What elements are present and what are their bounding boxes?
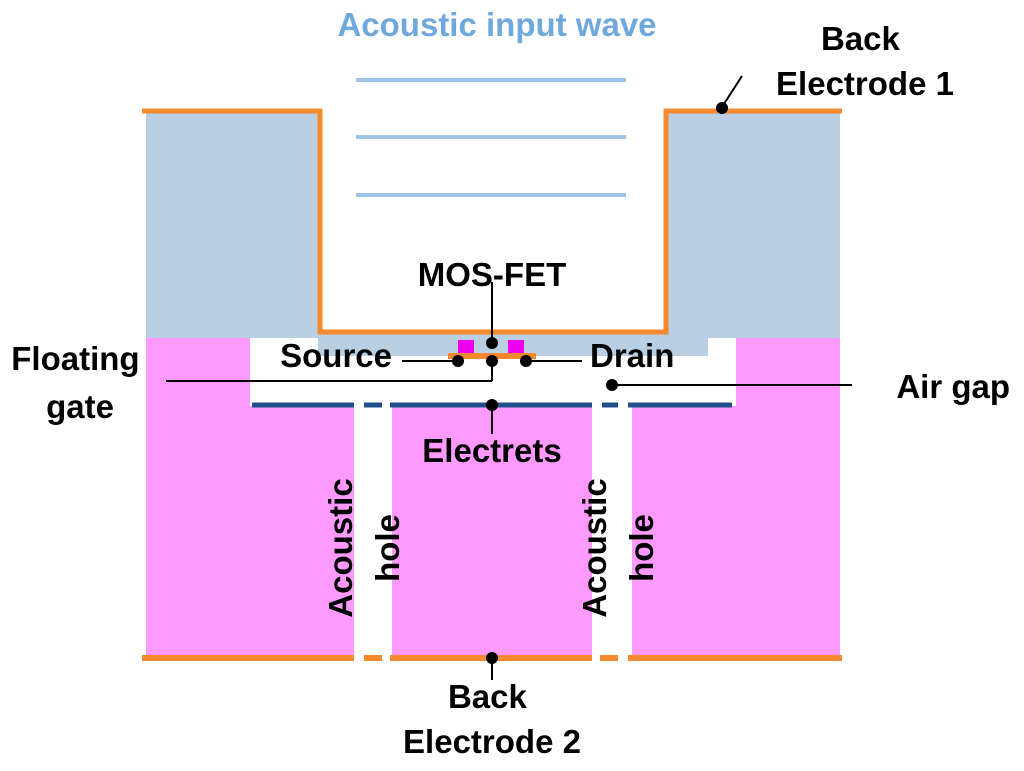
- dot-mosfet: [486, 337, 498, 349]
- leader-lines: [166, 75, 852, 680]
- dot-source: [452, 355, 464, 367]
- dot-electrets: [486, 399, 498, 411]
- label-source: Source: [280, 337, 392, 374]
- label-acoustic-hole-right-2: hole: [623, 514, 660, 582]
- dot-drain: [520, 355, 532, 367]
- label-mosfet: MOS-FET: [418, 256, 566, 293]
- dot-floating-gate: [486, 355, 498, 367]
- dot-back-electrode-1: [716, 102, 728, 114]
- label-floating-gate-line2: gate: [46, 388, 114, 425]
- leader-dots: [452, 102, 728, 664]
- label-back-electrode-2-line1: Back: [448, 678, 528, 715]
- leader-back-electrode-1: [721, 75, 743, 108]
- diaphragm-right-pillar: [666, 112, 840, 338]
- label-acoustic-hole-right-1: Acoustic: [576, 478, 613, 617]
- label-acoustic-hole-left-2: hole: [369, 514, 406, 582]
- mosfet-gate-left: [458, 340, 474, 354]
- label-electrets: Electrets: [422, 432, 561, 469]
- label-floating-gate: Floating gate: [11, 340, 148, 425]
- label-back-electrode-2: Back Electrode 2: [403, 678, 581, 760]
- label-floating-gate-line1: Floating: [11, 340, 139, 377]
- acoustic-wave-lines: [356, 78, 626, 197]
- label-back-electrode-1-line1: Back: [821, 20, 901, 57]
- label-acoustic-hole-left-1: Acoustic: [322, 478, 359, 617]
- label-air-gap: Air gap: [896, 368, 1010, 405]
- label-back-electrode-1: Back Electrode 1: [776, 20, 954, 102]
- substrate-left-lower: [146, 406, 354, 658]
- substrate-right-block: [736, 338, 840, 658]
- mosfet-gate-right: [508, 340, 524, 354]
- substrate-center-block: [392, 406, 592, 658]
- substrate: [146, 338, 840, 658]
- dot-air-gap: [606, 379, 618, 391]
- label-back-electrode-2-line2: Electrode 2: [403, 723, 581, 760]
- label-drain: Drain: [590, 337, 674, 374]
- label-back-electrode-1-line2: Electrode 1: [776, 65, 954, 102]
- dot-back-electrode-2: [486, 652, 498, 664]
- diaphragm-left-pillar: [146, 112, 320, 338]
- diagram-title: Acoustic input wave: [337, 6, 656, 43]
